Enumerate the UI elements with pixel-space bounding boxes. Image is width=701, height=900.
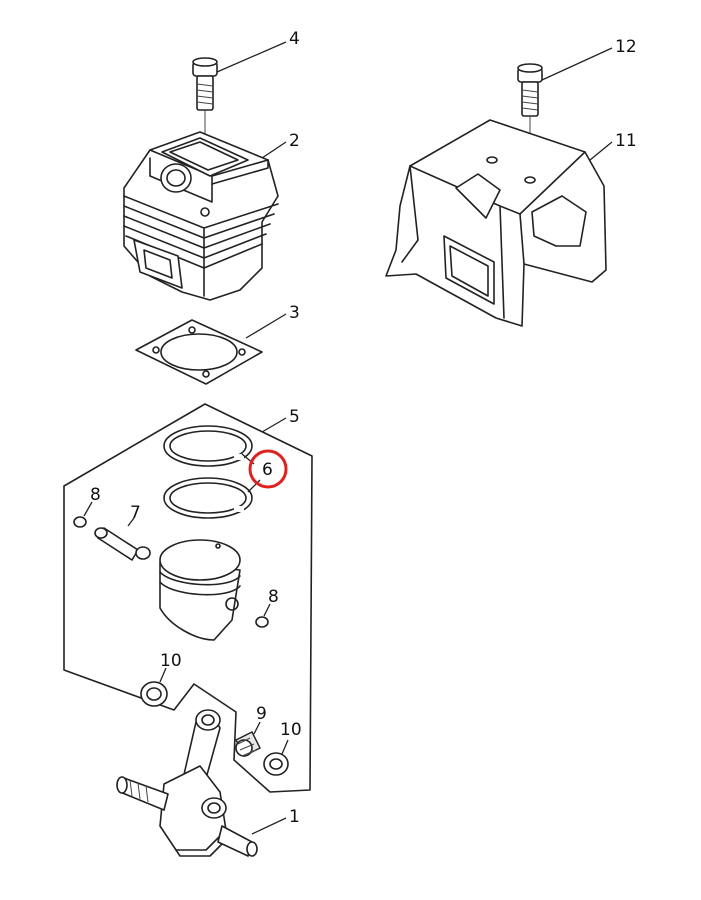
piston-assembly-outline	[63, 403, 313, 793]
callout-5: 5	[289, 407, 300, 427]
callout-4: 4	[289, 29, 300, 49]
callout-10a: 10	[160, 651, 182, 671]
piston-pin-clip-left	[73, 516, 87, 528]
piston-pin-clip-right	[255, 616, 269, 628]
callout-12: 12	[615, 37, 637, 57]
callout-10b: 10	[280, 720, 302, 740]
leader-7	[127, 517, 135, 527]
leader-9	[253, 721, 261, 735]
callout-9: 9	[256, 704, 267, 724]
callout-8b: 8	[268, 587, 279, 607]
highlight-circle	[248, 449, 288, 489]
crankshaft-seal-left	[140, 681, 168, 707]
callout-11: 11	[615, 131, 637, 151]
callout-8a: 8	[90, 485, 101, 505]
leader-5	[261, 417, 287, 433]
cylinder-base-gasket	[135, 319, 263, 385]
leader-4	[216, 41, 287, 73]
leader-11	[589, 141, 613, 161]
leader-2	[261, 141, 287, 159]
needle-bearing	[235, 731, 261, 757]
cylinder-cover	[385, 119, 607, 327]
crankshaft-seal-right	[263, 752, 289, 776]
leader-8b	[263, 603, 271, 617]
piston	[159, 539, 241, 641]
piston-pin	[94, 527, 151, 561]
callout-6: 6	[262, 460, 273, 480]
leader-8a	[83, 501, 93, 517]
shroud-bolt	[517, 63, 543, 178]
callout-2: 2	[289, 131, 300, 151]
cylinder	[123, 131, 279, 301]
leader-3	[245, 313, 287, 339]
leader-1	[251, 817, 287, 835]
leader-10b	[281, 739, 289, 755]
piston-rings	[163, 425, 253, 519]
callout-3: 3	[289, 303, 300, 323]
leader-12	[541, 47, 613, 81]
leader-10a	[159, 667, 167, 683]
crankshaft	[116, 709, 258, 857]
callout-1: 1	[289, 807, 300, 827]
leader-6b	[247, 479, 261, 493]
callout-7: 7	[130, 503, 141, 523]
